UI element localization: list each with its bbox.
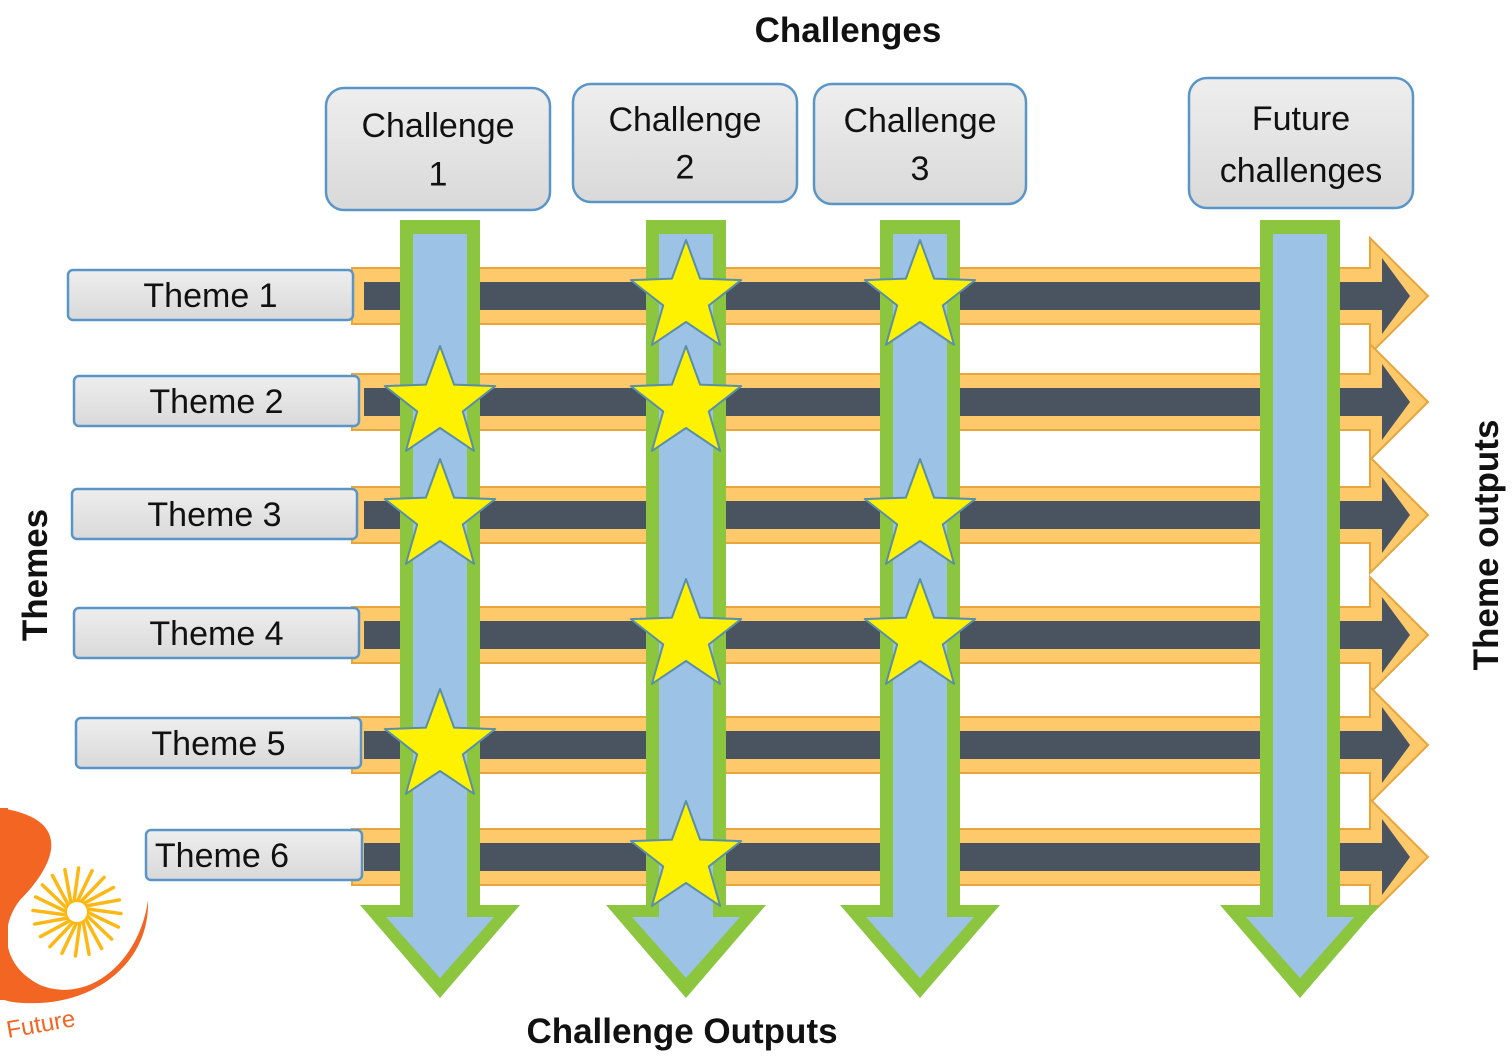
challenge-arrow-core	[386, 234, 494, 978]
challenge-arrow-core	[1246, 234, 1354, 978]
theme-box	[72, 606, 361, 660]
challenge-box-label: 1	[429, 156, 448, 194]
title-challenge-outputs: Challenge Outputs	[526, 1012, 837, 1051]
logo-text: Future	[4, 1005, 77, 1044]
theme-box	[72, 374, 361, 428]
challenge-box-label: challenges	[1220, 152, 1383, 190]
theme-box-label: Theme 2	[149, 383, 283, 421]
theme-box	[66, 268, 355, 322]
challenge-box-label: Challenge	[608, 101, 761, 139]
theme-box-label: Theme 4	[149, 615, 283, 653]
challenge-box	[1187, 76, 1415, 210]
logo-swoosh-edge	[0, 808, 8, 1000]
title-themes: Themes	[16, 509, 55, 641]
intersection-star	[863, 458, 977, 565]
title-challenges: Challenges	[755, 11, 942, 50]
intersection-star	[629, 578, 743, 685]
challenge-box	[324, 86, 552, 212]
logo: Future	[0, 808, 149, 1044]
theme-box	[70, 487, 359, 541]
intersection-star	[863, 239, 977, 346]
challenge-box	[812, 82, 1028, 206]
challenge-box-label: Future	[1252, 100, 1350, 138]
title-theme-outputs: Theme outputs	[1467, 420, 1506, 671]
intersection-star	[383, 688, 497, 795]
challenge-box-label: 2	[676, 148, 695, 186]
theme-box-label: Theme 3	[147, 496, 281, 534]
intersection-star	[629, 800, 743, 907]
intersection-star	[629, 345, 743, 452]
theme-box	[74, 716, 363, 770]
theme-box-label: Theme 5	[151, 725, 285, 763]
logo-swoosh	[0, 808, 149, 1004]
theme-box-label: Theme 6	[155, 837, 289, 875]
intersection-star	[383, 458, 497, 565]
theme-box	[144, 828, 364, 882]
sun-icon	[31, 866, 123, 958]
intersection-star	[629, 239, 743, 346]
challenge-box-label: 3	[911, 150, 930, 188]
challenge-box	[571, 82, 799, 204]
challenge-box-label: Challenge	[843, 102, 996, 140]
challenge-box-label: Challenge	[361, 107, 514, 145]
intersection-star	[863, 578, 977, 685]
intersection-star	[383, 345, 497, 452]
theme-box-label: Theme 1	[143, 277, 277, 315]
